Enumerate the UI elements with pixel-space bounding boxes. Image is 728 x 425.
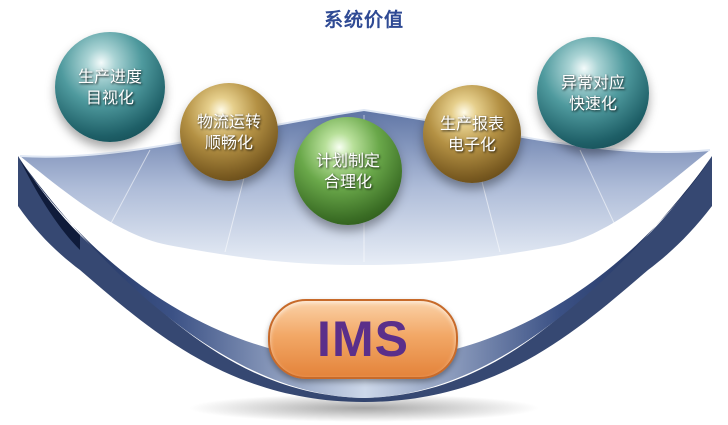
node-planning-line2: 合理化 bbox=[323, 172, 372, 191]
node-exception-response-line2: 快速化 bbox=[568, 94, 617, 113]
node-logistics-line2: 顺畅化 bbox=[204, 133, 253, 152]
ims-core-label: IMS bbox=[317, 311, 409, 367]
node-planning: 计划制定 合理化 bbox=[294, 117, 402, 225]
node-exception-response: 异常对应 快速化 bbox=[537, 37, 649, 149]
bowl-body bbox=[18, 156, 712, 402]
ims-core-badge: IMS bbox=[268, 299, 458, 379]
node-production-progress: 生产进度 目视化 bbox=[55, 32, 165, 142]
node-reports: 生产报表 电子化 bbox=[423, 85, 521, 183]
node-planning-line1: 计划制定 bbox=[315, 151, 380, 170]
node-production-progress-line2: 目视化 bbox=[85, 88, 134, 107]
node-exception-response-line1: 异常对应 bbox=[560, 73, 625, 92]
diagram-title: 系统价值 bbox=[323, 9, 404, 31]
node-reports-line1: 生产报表 bbox=[439, 114, 504, 133]
bowl-shadow bbox=[189, 394, 539, 422]
node-reports-line2: 电子化 bbox=[447, 135, 496, 154]
node-logistics: 物流运转 顺畅化 bbox=[180, 83, 278, 181]
node-logistics-line1: 物流运转 bbox=[196, 112, 261, 131]
node-production-progress-line1: 生产进度 bbox=[77, 67, 142, 86]
